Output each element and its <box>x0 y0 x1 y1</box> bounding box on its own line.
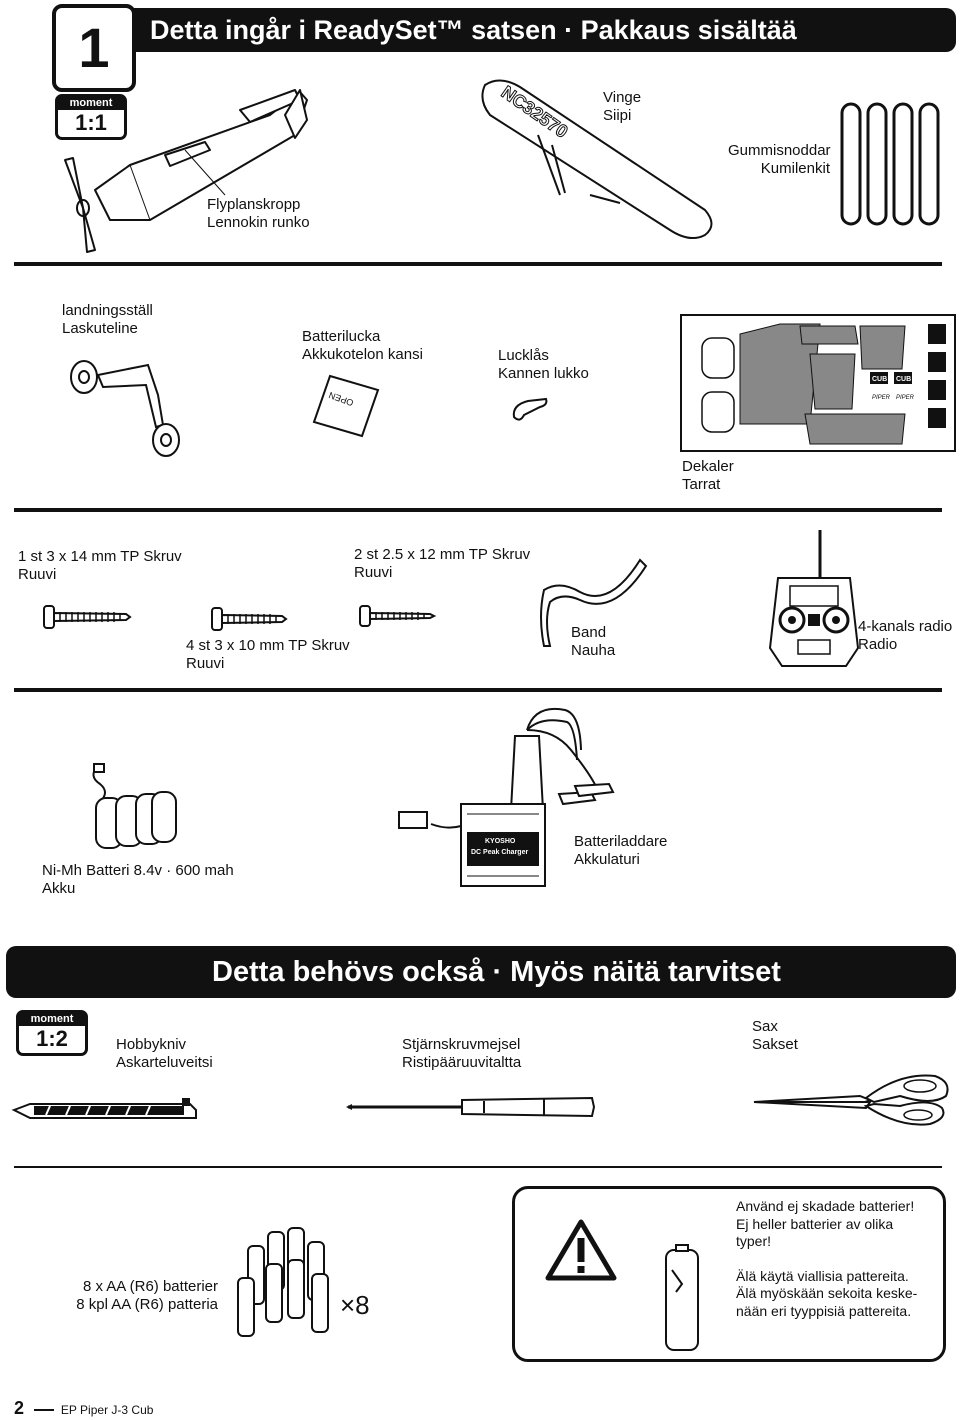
warning-triangle-icon <box>545 1219 617 1281</box>
decal-sheet-illustration: CUB CUB PIPER PIPER <box>680 314 956 452</box>
wing-illustration: NC32570 <box>481 79 713 240</box>
radio-label: 4-kanals radio Radio <box>858 618 953 653</box>
screw-2-5x12-illustration <box>359 605 437 627</box>
scissors-illustration <box>753 1074 949 1126</box>
moment-label: moment <box>19 1013 85 1026</box>
aa-batteries-label: 8 x AA (R6) batterier 8 kpl AA (R6) patt… <box>76 1278 218 1313</box>
footer-rule <box>34 1408 55 1411</box>
step-number: 1 <box>78 16 110 79</box>
scissors-label: Sax Sakset <box>752 1018 798 1053</box>
battery-pack-label: Ni-Mh Batteri 8.4v · 600 mah Akku <box>42 862 234 897</box>
hobby-knife-illustration <box>11 1098 197 1119</box>
moment-label: moment <box>58 97 124 110</box>
battery-pack-illustration <box>92 763 177 849</box>
also-needed-title: Detta behövs också · Myös näitä tarvitse… <box>212 956 781 988</box>
charger-brand-text: KYOSHO <box>485 838 516 845</box>
page-title: Detta ingår i ReadySet™ satsen · Pakkaus… <box>150 15 797 45</box>
decal-cub-text-2: CUB <box>896 376 911 383</box>
decal-piper-text-1: PIPER <box>872 395 891 401</box>
footer: 2 EP Piper J-3 Cub <box>14 1398 153 1418</box>
section-divider <box>14 508 942 512</box>
screwdriver-label: Stjärnskruvmejsel Ristipääruuvitaltta <box>402 1036 522 1071</box>
battery-hatch-label: Batterilucka Akkukotelon kansi <box>302 328 423 363</box>
page-number: 2 <box>14 1398 25 1418</box>
moment-value: 1:2 <box>36 1026 68 1051</box>
wing-label: Vinge Siipi <box>603 89 642 124</box>
latch-illustration <box>512 397 548 421</box>
landing-gear-illustration <box>70 360 180 457</box>
radio-transmitter-illustration <box>768 530 860 667</box>
screw-3x14-illustration <box>43 605 132 629</box>
fuselage-illustration <box>64 89 308 253</box>
fuselage-label: Flyplanskropp Lennokin runko <box>207 196 310 231</box>
battery-multiplier: ×8 <box>340 1290 370 1320</box>
aa-batteries-illustration <box>237 1227 329 1337</box>
rubber-bands-illustration <box>840 102 940 226</box>
section-divider <box>14 688 942 692</box>
decal-cub-text-1: CUB <box>872 376 887 383</box>
screwdriver-illustration <box>346 1096 596 1118</box>
also-needed-bar: Detta behövs också · Myös näitä tarvitse… <box>6 946 956 998</box>
moment-badge-1-1: moment 1:1 <box>55 94 127 140</box>
section-divider <box>14 262 942 266</box>
header-bar: Detta ingår i ReadySet™ satsen · Pakkaus… <box>88 8 956 52</box>
document-title: EP Piper J-3 Cub <box>60 1403 154 1417</box>
knife-label: Hobbykniv Askarteluveitsi <box>116 1036 213 1071</box>
moment-badge-1-2: moment 1:2 <box>16 1010 88 1056</box>
screw-3x10-label: 4 st 3 x 10 mm TP Skruv Ruuvi <box>186 637 350 672</box>
screw-3x10-illustration <box>211 607 288 631</box>
charger-model-text: DC Peak Charger <box>471 849 528 856</box>
screw-2-5x12-label: 2 st 2.5 x 12 mm TP Skruv Ruuvi <box>354 546 531 581</box>
screw-3x14-label: 1 st 3 x 14 mm TP Skruv Ruuvi <box>18 548 182 583</box>
rubber-bands-label: Gummisnoddar Kumilenkit <box>728 142 831 177</box>
charger-illustration: KYOSHO DC Peak Charger <box>398 708 615 887</box>
aa-battery-single-illustration <box>665 1244 699 1351</box>
strap-label: Band Nauha <box>571 624 616 659</box>
step-number-box: 1 <box>52 4 136 92</box>
strap-illustration <box>540 558 648 647</box>
warning-text: Använd ej skadade batterier! Ej heller b… <box>736 1198 918 1319</box>
latch-label: Lucklås Kannen lukko <box>498 347 589 382</box>
decal-piper-text-2: PIPER <box>896 395 915 401</box>
decals-label: Dekaler Tarrat <box>682 458 734 493</box>
moment-value: 1:1 <box>75 110 107 135</box>
warning-frame <box>512 1186 946 1362</box>
section-divider <box>14 1166 942 1168</box>
battery-hatch-illustration: OPEN <box>312 374 380 438</box>
charger-label: Batteriladdare Akkulaturi <box>574 833 668 868</box>
landing-gear-label: landningsställ Laskuteline <box>62 302 153 337</box>
